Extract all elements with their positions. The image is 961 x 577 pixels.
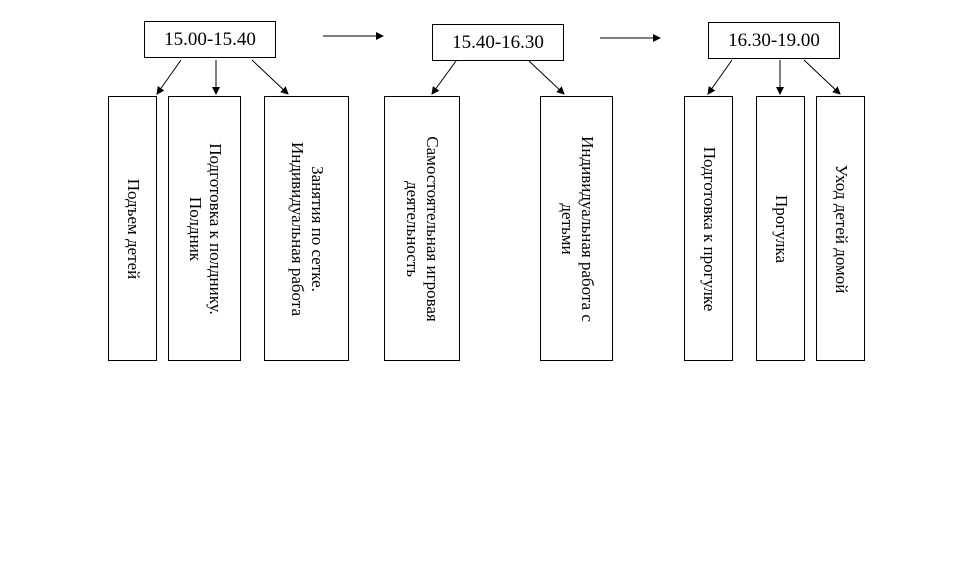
activity-box-1-3: Занятия по сетке.Индивидуальная работа	[264, 96, 349, 361]
connector-arrow	[431, 60, 457, 95]
time-slot-2: 15.40-16.30	[432, 24, 564, 61]
activity-box-1-2: Подготовка к полднику.Полдник	[168, 96, 241, 361]
time-slot-3: 16.30-19.00	[708, 22, 840, 59]
connector-arrow	[528, 60, 565, 95]
time-slot-1: 15.00-15.40	[144, 21, 276, 58]
activity-text-line: деятельность	[403, 180, 422, 277]
activity-box-3-1: Подготовка к прогулке	[684, 96, 733, 361]
activity-text: Подготовка к полднику.Полдник	[185, 143, 225, 315]
connector-arrow	[707, 59, 733, 95]
connector-arrow	[156, 59, 182, 95]
activity-text: Уход детей домой	[831, 164, 851, 293]
connector-arrow	[251, 59, 289, 95]
activity-text: Прогулка	[771, 194, 791, 262]
activity-text-line: Занятия по сетке.	[307, 165, 327, 292]
activity-text: Подъем детей	[123, 178, 143, 279]
activity-text-line: Уход детей домой	[831, 164, 851, 293]
activity-text-line: Подъем детей	[123, 178, 143, 279]
activity-text-line: Подготовка к прогулке	[699, 146, 719, 311]
activity-text-line: детьми	[557, 202, 577, 255]
activity-text-line: Прогулка	[771, 194, 791, 263]
activity-box-3-2: Прогулка	[756, 96, 805, 361]
activity-text-line: Полдник	[185, 196, 205, 261]
activity-text: Занятия по сетке.Индивидуальная работа	[287, 142, 327, 316]
activity-text-line: Индивидуальная работа	[287, 141, 307, 316]
activity-box-1-1: Подъем детей	[108, 96, 157, 361]
activity-text-line: Самостоятельная игровая	[423, 135, 442, 322]
activity-text-line: Индивидуальная работа с	[577, 135, 597, 322]
activity-box-3-3: Уход детей домой	[816, 96, 865, 361]
activity-text-line: Подготовка к полднику.	[205, 142, 225, 315]
connector-arrow	[803, 59, 841, 95]
activity-text: Подготовка к прогулке	[699, 146, 719, 311]
